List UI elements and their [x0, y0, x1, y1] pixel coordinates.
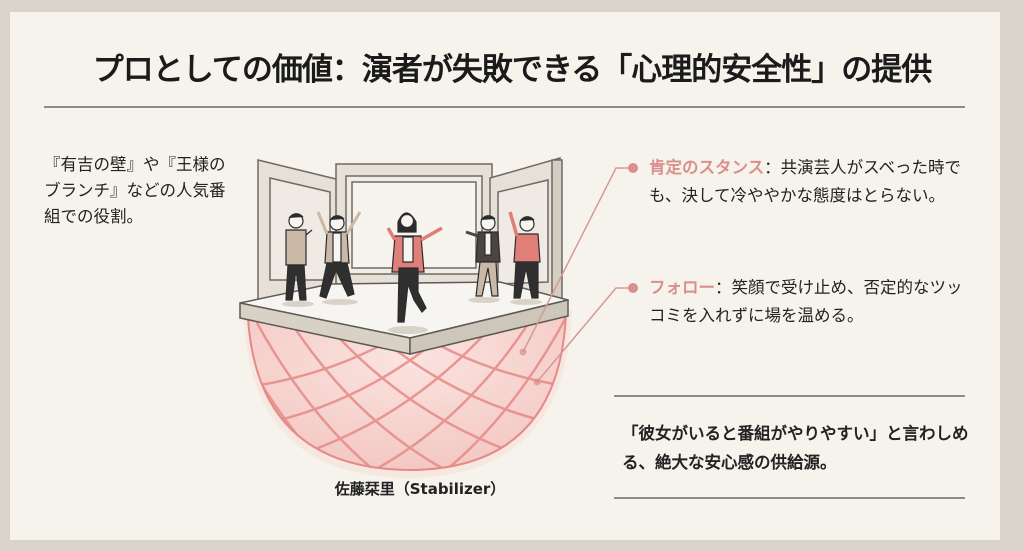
bullet-dot-icon — [628, 283, 638, 293]
clapping-man-icon — [282, 213, 314, 307]
illustration-caption: 佐藤栞里（Stabilizer） — [334, 480, 506, 498]
woman-with-microphone-icon — [386, 212, 443, 334]
net-anchor-dot-icon — [533, 378, 541, 386]
cheering-man-icon — [316, 211, 362, 305]
performers — [282, 211, 542, 334]
bullet-dot-icon — [628, 163, 638, 173]
bullet-affirmative-stance: 肯定のスタンス：共演芸人がスベった時でも、決して冷ややかな態度はとらない。 — [649, 154, 969, 210]
title-divider — [44, 106, 965, 108]
page-title: プロとしての価値：演者が失敗できる「心理的安全性」の提供 — [92, 52, 932, 88]
left-note: 『有吉の壁』や『王様のブランチ』などの人気番組での役割。 — [44, 155, 226, 226]
bullet-follow: フォロー：笑顔で受け止め、否定的なツッコミを入れずに場を温める。 — [649, 274, 969, 330]
connector-dots — [519, 163, 638, 386]
bullet-text: ：共演芸人がスベった時でも、決して冷ややかな態度はとらない。 — [649, 158, 962, 205]
quote-text: 「彼女がいると番組がやりやすい」と言わしめる、絶大な安心感の供給源。 — [622, 424, 969, 472]
cheering-man-pink-sweater-icon — [508, 211, 542, 305]
bullet-text: ：笑顔で受け止め、否定的なツッコミを入れずに場を温める。 — [649, 278, 963, 325]
bullet-label: 肯定のスタンス — [649, 158, 765, 177]
bullet-label: フォロー — [649, 278, 715, 297]
quote-divider-top — [614, 395, 965, 397]
clapping-man-dark-jacket-icon — [465, 215, 501, 303]
net-anchor-dot-icon — [519, 348, 527, 356]
quote-divider-bottom — [614, 497, 965, 499]
connector-lines — [522, 167, 633, 383]
